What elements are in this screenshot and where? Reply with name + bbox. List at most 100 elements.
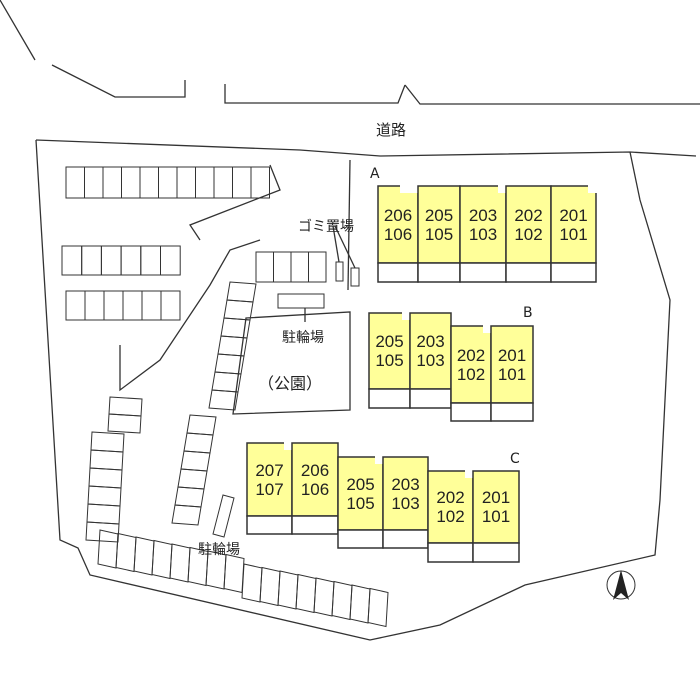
- bicycle-parking-label: 駐輪場: [282, 330, 324, 346]
- parking-space: [183, 432, 214, 454]
- parking-space: [308, 251, 327, 283]
- upper-unit: 201: [559, 205, 588, 225]
- parking-space: [86, 503, 121, 525]
- upper-unit: 207: [255, 460, 284, 480]
- balcony: [505, 262, 552, 283]
- parking-space: [232, 166, 252, 199]
- parking-space: [88, 467, 123, 489]
- parking-space: [85, 521, 120, 543]
- lower-unit: 105: [375, 351, 404, 370]
- upper-unit: 202: [514, 205, 543, 225]
- parking-space: [103, 290, 124, 321]
- lower-unit: 106: [300, 479, 330, 499]
- balcony: [409, 388, 452, 409]
- road-boundary: [35, 139, 697, 157]
- building-unit: [490, 325, 534, 404]
- leader-line: [334, 225, 356, 269]
- upper-unit: 206: [383, 205, 413, 225]
- parking-space: [141, 290, 162, 321]
- parking-space: [255, 251, 274, 283]
- parking-space: [313, 577, 335, 617]
- parking-space: [97, 529, 119, 569]
- road-label: 道路: [376, 121, 407, 139]
- parking-space: [195, 166, 215, 199]
- park-area: [232, 311, 351, 415]
- building-unit: [368, 312, 411, 390]
- garbage-bin: [335, 261, 344, 282]
- building-b-label: B: [523, 305, 533, 321]
- parking-space: [107, 413, 142, 434]
- upper-unit: 202: [456, 345, 486, 365]
- upper-unit: 205: [375, 332, 404, 351]
- parking-space: [87, 485, 122, 507]
- driveway-edge: [189, 164, 281, 241]
- road-edge: [51, 64, 186, 98]
- leader-line: [332, 225, 340, 263]
- lower-unit: 105: [424, 224, 454, 244]
- upper-unit: 201: [497, 345, 527, 365]
- garbage-area-label: ゴミ置場: [298, 219, 354, 235]
- parking-space: [367, 587, 389, 628]
- parking-space: [331, 580, 353, 621]
- balcony: [550, 262, 597, 283]
- parking-space: [169, 543, 191, 583]
- parking-space: [171, 504, 202, 526]
- balcony: [246, 515, 293, 535]
- balcony: [368, 388, 411, 409]
- parking-space: [90, 431, 125, 453]
- parking-space: [81, 245, 102, 276]
- parking-space: [65, 166, 85, 199]
- parking-space: [133, 536, 155, 576]
- balcony: [291, 515, 339, 535]
- lower-unit: 102: [436, 507, 465, 526]
- notch: [588, 185, 624, 193]
- lower-unit: 102: [514, 224, 543, 244]
- lower-unit: 105: [346, 493, 375, 513]
- parking-space: [61, 245, 83, 276]
- parking-space: [213, 166, 233, 199]
- balcony: [450, 402, 492, 422]
- road-edge: [224, 84, 406, 104]
- parking-space: [273, 251, 292, 283]
- upper-unit: 201: [481, 488, 511, 507]
- lower-unit: 101: [497, 364, 527, 384]
- north-arrow-icon: [613, 570, 629, 600]
- garbage-bin: [350, 267, 360, 287]
- lower-unit: 101: [481, 507, 511, 526]
- parking-space: [208, 389, 239, 411]
- parking-space: [158, 166, 178, 199]
- upper-unit: 203: [468, 205, 498, 225]
- bicycle-rack: [277, 293, 325, 309]
- parking-space: [108, 396, 143, 417]
- parking-space: [102, 166, 122, 199]
- parking-space: [180, 450, 211, 472]
- parking-space: [160, 245, 181, 276]
- driveway-edge: [119, 239, 261, 392]
- park-label: （公園）: [258, 374, 323, 393]
- parking-space: [226, 281, 257, 303]
- building-unit: [291, 442, 339, 517]
- parking-space: [65, 290, 86, 321]
- upper-unit: 206: [300, 460, 330, 480]
- parking-space: [295, 573, 317, 614]
- balcony: [490, 402, 534, 422]
- parking-space: [223, 299, 254, 321]
- parking-space: [140, 245, 162, 276]
- building-unit: [550, 185, 597, 264]
- building-unit: [427, 470, 474, 544]
- bicycle-parking-label: 駐輪場: [198, 542, 240, 558]
- parking-space: [84, 290, 105, 321]
- building-c-label: C: [510, 451, 520, 467]
- parking-space: [241, 563, 263, 603]
- parking-space: [186, 414, 217, 436]
- balcony: [472, 542, 520, 563]
- lower-unit: 103: [468, 224, 498, 244]
- lower-unit: 101: [559, 224, 588, 244]
